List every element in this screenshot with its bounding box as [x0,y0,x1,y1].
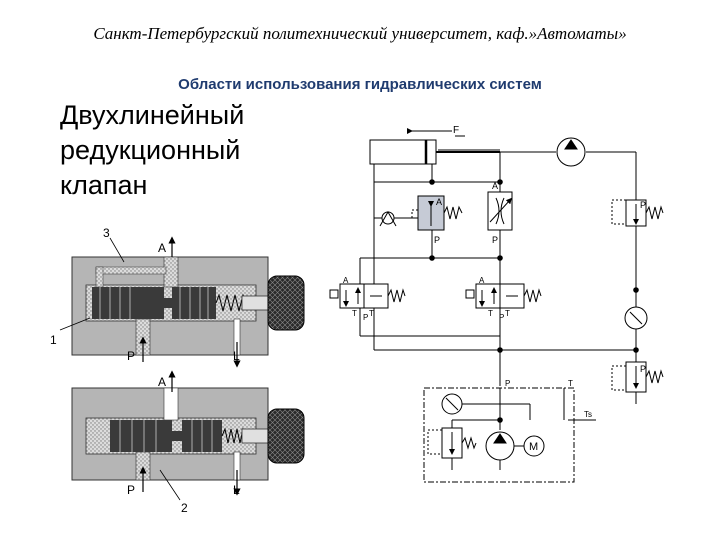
page-header: Санкт-Петербургский политехнический унив… [93,24,627,43]
relief-bottom-port-p: P [640,364,646,374]
port-label-l-top: L [233,349,240,363]
dir1-port-p: P [363,313,368,322]
title-line-1: Двухлинейный [60,100,245,130]
dir1-port-t1: T [352,309,357,318]
dir2-port-t2: T [505,309,510,318]
port-label-a-top: A [158,241,166,255]
pointer-label-3: 3 [103,226,110,240]
force-label: F [453,125,459,136]
reducing-valve-symbol [411,195,463,231]
throttle-port-a: A [492,181,498,191]
dir2-port-a: A [479,276,485,285]
pump-symbol [556,137,586,167]
relief-valve-bottom [611,361,664,404]
unit-port-p: P [505,379,510,388]
valve-section-bottom: 2 A P L [71,370,305,515]
relief-valve-top [611,199,664,227]
port-label-a-bottom: A [158,375,166,389]
title-line-2: редукционный [60,135,241,165]
adjusting-knob-bottom [267,408,305,464]
dir1-port-a: A [343,276,349,285]
relief-top-port-p: P [640,200,646,210]
port-label-p-bottom: P [127,483,135,497]
port-label-l-bottom: L [233,483,240,497]
directional-valve-2 [465,283,542,322]
adjusting-knob-top [267,275,305,331]
hydraulic-cylinder [369,139,500,165]
unit-port-ts: Ts [584,410,592,419]
dir1-port-t2: T [369,309,374,318]
spool-top [92,287,216,319]
throttle-port-p: P [492,235,498,245]
throttle-valve-symbol [487,191,513,231]
reducer-port-p: P [434,235,440,245]
pointer-label-2: 2 [181,501,188,515]
dir2-port-t1: T [488,309,493,318]
port-label-p-top: P [127,349,135,363]
pointer-label-1: 1 [50,333,57,347]
pressure-gauge-right [624,290,648,330]
title-line-3: клапан [60,170,148,200]
unit-port-t: T [568,379,573,388]
motor-label: M [529,441,538,453]
slide-title: Двухлинейный редукционный клапан [60,98,244,203]
valve-section-top: 3 1 A P L [50,226,305,368]
spool-bottom [110,420,222,452]
hydraulic-schematic: F [329,125,664,483]
slide-subtitle: Области использования гидравлических сис… [178,76,542,93]
reducer-port-a: A [436,197,442,207]
power-unit [423,387,596,483]
dir2-port-p: P [499,313,504,322]
directional-valve-1 [329,283,406,322]
